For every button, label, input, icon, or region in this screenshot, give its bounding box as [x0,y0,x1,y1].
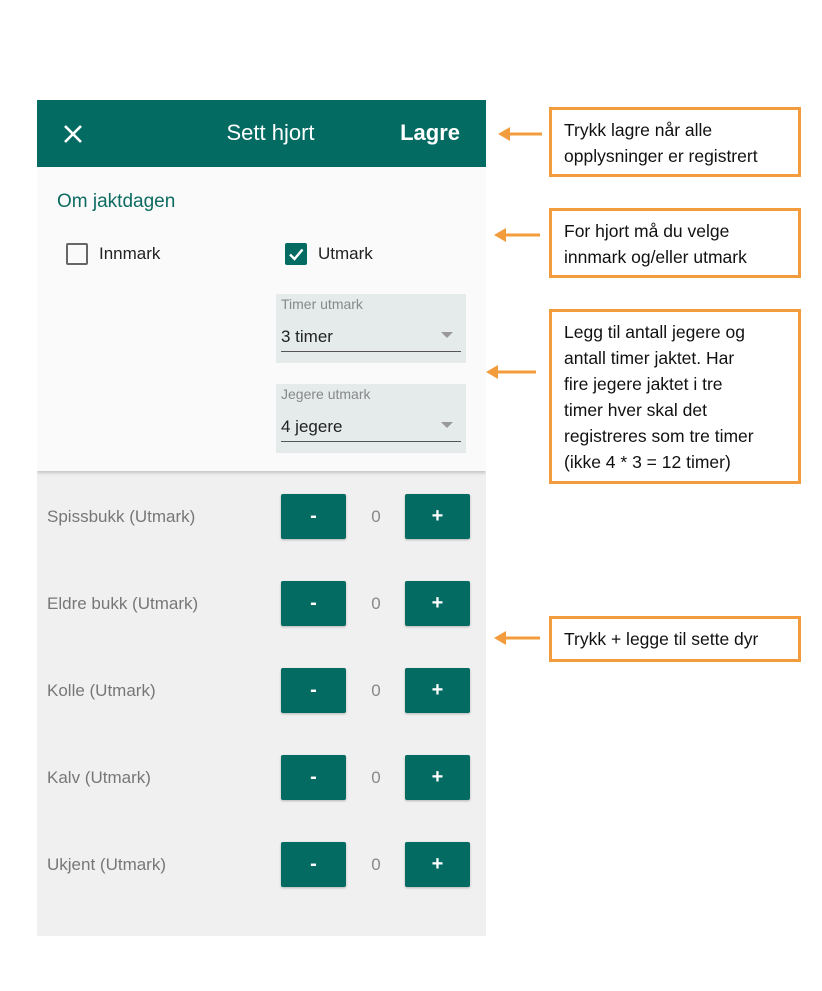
increment-button[interactable]: + [405,842,470,887]
jegere-utmark-select[interactable]: Jegere utmark 4 jegere [276,384,466,453]
counter-row-kalv: Kalv (Utmark) - 0 + [37,755,486,801]
callout-line: registreres som tre timer [564,426,754,446]
callout-line: timer hver skal det [564,400,707,420]
counter-value: 0 [371,768,381,787]
innmark-checkbox[interactable]: Innmark [66,243,160,265]
innmark-label: Innmark [99,244,161,263]
counter-value: 0 [371,855,381,874]
counter-value: 0 [371,594,381,613]
checkbox-checked-icon [285,243,307,265]
decrement-button[interactable]: - [281,842,346,887]
callout-line: innmark og/eller utmark [564,247,747,267]
callout-line: Trykk + legge til sette dyr [564,629,759,649]
close-button[interactable] [59,120,87,148]
increment-button[interactable]: + [405,755,470,800]
dropdown-arrow-icon [441,422,453,428]
timer-utmark-label: Timer utmark [281,296,363,312]
page-title: Sett hjort [226,120,315,145]
dropdown-arrow-icon [441,332,453,338]
timer-utmark-value: 3 timer [281,327,333,346]
counter-value: 0 [371,681,381,700]
counter-label: Kalv (Utmark) [47,768,151,787]
callout-line: fire jegere jaktet i tre [564,374,723,394]
jegere-utmark-value: 4 jegere [281,417,343,436]
callout-save: Trykk lagre når alle opplysninger er reg… [549,107,801,177]
callout-add-animals: Trykk + legge til sette dyr [549,616,801,662]
increment-button[interactable]: + [405,581,470,626]
save-button[interactable]: Lagre [400,120,460,145]
counter-value: 0 [371,507,381,526]
counter-label: Kolle (Utmark) [47,681,156,700]
utmark-checkbox[interactable]: Utmark [285,243,373,265]
increment-button[interactable]: + [405,668,470,713]
select-underline [281,351,461,352]
increment-button[interactable]: + [405,494,470,539]
section-title: Om jaktdagen [57,191,176,212]
timer-utmark-select[interactable]: Timer utmark 3 timer [276,294,466,363]
callout-area: For hjort må du velge innmark og/eller u… [549,208,801,278]
utmark-label: Utmark [318,244,373,263]
hunt-day-section: Om jaktdagen Innmark Utmark Timer utmark… [37,167,486,471]
decrement-button[interactable]: - [281,494,346,539]
callout-line: For hjort må du velge [564,221,730,241]
app-screen: Sett hjort Lagre Om jaktdagen Innmark Ut… [37,100,486,936]
counter-label: Ukjent (Utmark) [47,855,167,874]
decrement-button[interactable]: - [281,668,346,713]
checkbox-unchecked-icon [66,243,88,265]
callout-line: (ikke 4 * 3 = 12 timer) [564,452,731,472]
callout-line: opplysninger er registrert [564,146,758,166]
counter-label: Spissbukk (Utmark) [47,507,196,526]
callout-hunters-hours: Legg til antall jegere og antall timer j… [549,309,801,484]
counter-row-eldre-bukk: Eldre bukk (Utmark) - 0 + [37,581,486,627]
decrement-button[interactable]: - [281,755,346,800]
callout-line: antall timer jaktet. Har [564,348,735,368]
counter-label: Eldre bukk (Utmark) [47,594,199,613]
arrow-left-icon [486,365,536,379]
callout-line: Legg til antall jegere og [564,322,745,342]
counter-row-ukjent: Ukjent (Utmark) - 0 + [37,842,486,888]
arrow-left-icon [494,228,540,242]
decrement-button[interactable]: - [281,581,346,626]
arrow-left-icon [494,631,540,645]
app-bar: Sett hjort Lagre [37,100,486,167]
select-underline [281,441,461,442]
arrow-left-icon [498,127,542,141]
callout-line: Trykk lagre når alle [564,120,713,140]
counter-row-spissbukk: Spissbukk (Utmark) - 0 + [37,494,486,540]
jegere-utmark-label: Jegere utmark [281,386,371,402]
counter-row-kolle: Kolle (Utmark) - 0 + [37,668,486,714]
close-icon [64,125,82,143]
